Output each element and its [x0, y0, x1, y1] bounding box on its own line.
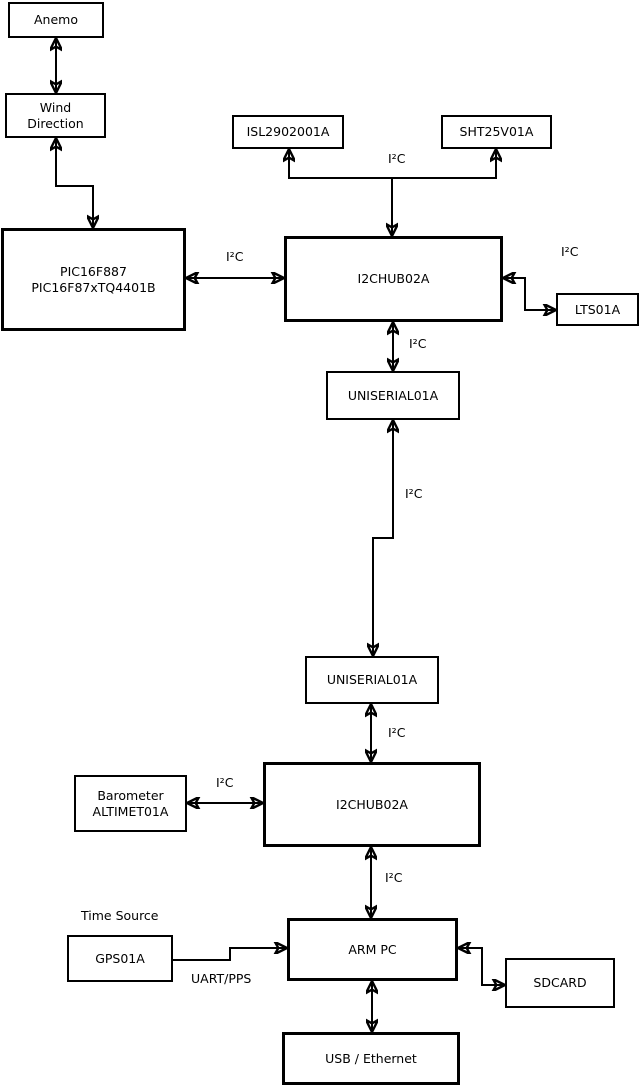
node-label: ARM PC — [348, 941, 397, 957]
node-pic16f887: PIC16F887 PIC16F87xTQ4401B — [1, 228, 186, 331]
edge-label-i2c-hub2-armpc: I²C — [385, 870, 403, 885]
edge-label-i2c-barometer-hub2: I²C — [216, 775, 234, 790]
connector-uniserial1-uniserial2 — [373, 420, 393, 656]
edge-label-time-source: Time Source — [81, 908, 159, 923]
node-label: I2CHUB02A — [357, 271, 430, 287]
connector-wind-pic — [56, 138, 93, 228]
node-label: USB / Ethernet — [325, 1050, 417, 1066]
connector-gps-armpc — [173, 948, 287, 961]
node-label: Direction — [27, 115, 84, 131]
node-label: PIC16F87xTQ4401B — [31, 279, 156, 295]
node-label: I2CHUB02A — [336, 796, 408, 812]
node-label: GPS01A — [95, 950, 145, 966]
node-label: UNISERIAL01A — [347, 387, 439, 403]
edge-label-i2c-hub1-uniserial1: I²C — [409, 336, 427, 351]
node-label: SHT25V01A — [459, 124, 534, 140]
node-uniserial01a-2: UNISERIAL01A — [305, 656, 439, 704]
node-label: LTS01A — [574, 301, 621, 317]
node-label: Barometer — [97, 788, 164, 804]
node-label: Wind — [39, 100, 72, 116]
edge-label-i2c-branch: I²C — [388, 151, 406, 166]
node-label: Anemo — [34, 12, 78, 28]
node-sht25v01a: SHT25V01A — [441, 115, 552, 149]
node-sdcard: SDCARD — [505, 958, 615, 1008]
node-label: ALTIMET01A — [92, 803, 169, 819]
node-gps01a: GPS01A — [67, 935, 173, 982]
node-anemo: Anemo — [8, 2, 104, 38]
node-barometer-altimet01a: Barometer ALTIMET01A — [74, 775, 187, 832]
node-uniserial01a-1: UNISERIAL01A — [326, 371, 460, 420]
edge-label-i2c-pic-hub1: I²C — [226, 249, 244, 264]
node-arm-pc: ARM PC — [287, 918, 458, 981]
connector-hub1-lts — [503, 278, 556, 310]
node-usb-ethernet: USB / Ethernet — [282, 1032, 460, 1085]
node-wind-direction: Wind Direction — [5, 93, 106, 138]
node-i2chub02a-1: I2CHUB02A — [284, 236, 503, 322]
node-label: PIC16F887 — [60, 264, 127, 280]
node-label: ISL2902001A — [246, 124, 330, 140]
edge-label-i2c-uniserial2-hub2: I²C — [388, 725, 406, 740]
edge-label-i2c-uniserial1-uniserial2: I²C — [405, 486, 423, 501]
connector-armpc-sdcard — [458, 948, 505, 985]
edge-label-uart-pps: UART/PPS — [191, 971, 252, 986]
node-label: UNISERIAL01A — [326, 672, 418, 688]
node-label: SDCARD — [533, 975, 587, 991]
node-lts01a: LTS01A — [556, 293, 639, 326]
node-isl2902001a: ISL2902001A — [232, 115, 344, 149]
edge-label-i2c-hub1-lts: I²C — [561, 244, 579, 259]
node-i2chub02a-2: I2CHUB02A — [263, 762, 481, 847]
connector-branch-isl-sht — [289, 149, 496, 179]
